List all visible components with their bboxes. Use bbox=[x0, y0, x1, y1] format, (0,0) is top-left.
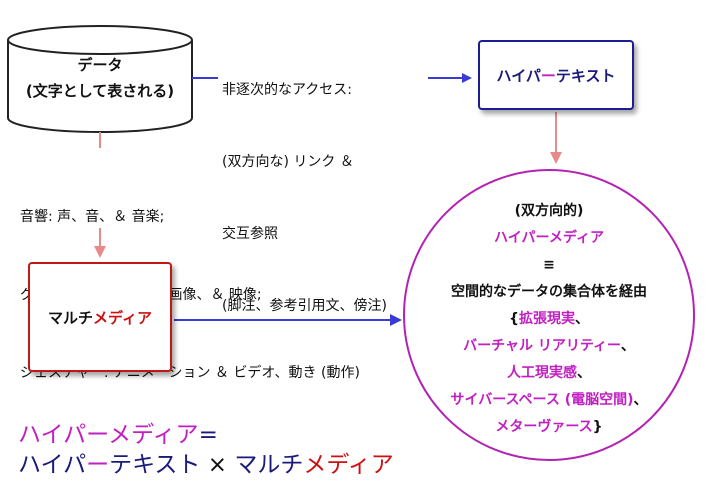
arrow-multimedia-to-hypermedia bbox=[174, 314, 402, 326]
formula-line1: ハイパーメディア= bbox=[18, 420, 394, 450]
formula-line2: ハイパーテキスト × マルチメディア bbox=[18, 450, 394, 480]
circle-line9: メターヴァース} bbox=[404, 414, 694, 441]
circle-line9-text: メターヴァース bbox=[495, 419, 593, 435]
hypertext-part2: ー bbox=[540, 66, 556, 85]
multimedia-part1: マルチ bbox=[48, 308, 94, 327]
database-label: データ (文字として表される) bbox=[8, 52, 192, 104]
circle-line8-text: サイバースペース (電脳空間) bbox=[450, 392, 634, 408]
arrow-hypertext-to-hypermedia bbox=[550, 112, 562, 164]
access-description: 非逐次的なアクセス: (双方向な) リンク ＆ 交互参照 (脚注、参考引用文、傍… bbox=[222, 30, 387, 342]
circle-line6-sep: 、 bbox=[620, 338, 635, 354]
formula-times: × bbox=[200, 452, 235, 478]
formula-multi: マルチ bbox=[234, 452, 304, 478]
circle-line9-close: } bbox=[592, 419, 603, 435]
formula-equals: = bbox=[198, 422, 218, 448]
database-label-line1: データ bbox=[77, 56, 123, 74]
media-line1: 音響: 声、音、＆ 音楽; bbox=[20, 209, 165, 225]
formula-dash: ー bbox=[86, 452, 110, 478]
circle-line5-text: 拡張現実 bbox=[518, 311, 575, 327]
circle-line1: (双方向的) bbox=[514, 203, 584, 219]
circle-line6: バーチャル リアリティー、 bbox=[404, 333, 694, 360]
database-label-line2: (文字として表される) bbox=[25, 82, 175, 100]
media-line3: ジェスチャー: アニメーション ＆ ビデオ、動き (動作) bbox=[20, 365, 360, 381]
circle-line5-sep: 、 bbox=[574, 311, 589, 327]
circle-line5-open: { bbox=[509, 311, 519, 327]
database-cylinder bbox=[7, 25, 193, 133]
formula-text: テキスト bbox=[109, 452, 201, 478]
hypermedia-circle bbox=[403, 169, 695, 461]
hypertext-box: ハイパーテキスト bbox=[478, 40, 634, 110]
circle-line7: 人工現実感、 bbox=[404, 360, 694, 387]
hypertext-part1: ハイパ bbox=[496, 66, 541, 85]
formula-hyper: ハイパ bbox=[18, 452, 87, 478]
circle-line6-text: バーチャル リアリティー bbox=[463, 338, 621, 354]
hypertext-part3: テキスト bbox=[555, 66, 616, 85]
access-line2: (双方向な) リンク ＆ bbox=[222, 154, 354, 170]
formula-hypermedia: ハイパーメディア bbox=[18, 422, 199, 448]
access-line1: 非逐次的なアクセス: bbox=[222, 82, 353, 98]
arrow-data-to-multimedia bbox=[94, 132, 106, 258]
circle-line3: ≡ bbox=[543, 257, 555, 273]
circle-line4: 空間的なデータの集合体を経由 bbox=[451, 284, 647, 300]
circle-line7-sep: 、 bbox=[577, 365, 591, 381]
formula-media: メディア bbox=[303, 452, 394, 478]
hypermedia-description: (双方向的) ハイパーメディア ≡ 空間的なデータの集合体を経由 {拡張現実、 … bbox=[404, 198, 694, 441]
access-line3: 交互参照 bbox=[222, 226, 278, 242]
multimedia-part2: メディア bbox=[93, 308, 152, 327]
hypermedia-formula: ハイパーメディア= ハイパーテキスト × マルチメディア bbox=[18, 420, 394, 480]
multimedia-box: マルチメディア bbox=[28, 262, 172, 372]
circle-line8-sep: 、 bbox=[633, 392, 648, 408]
circle-line5: {拡張現実、 bbox=[404, 306, 694, 333]
access-line4: (脚注、参考引用文、傍注) bbox=[222, 298, 387, 314]
circle-line8: サイバースペース (電脳空間)、 bbox=[404, 387, 694, 414]
circle-line2: ハイパーメディア bbox=[494, 230, 604, 246]
circle-line7-text: 人工現実感 bbox=[507, 365, 577, 381]
